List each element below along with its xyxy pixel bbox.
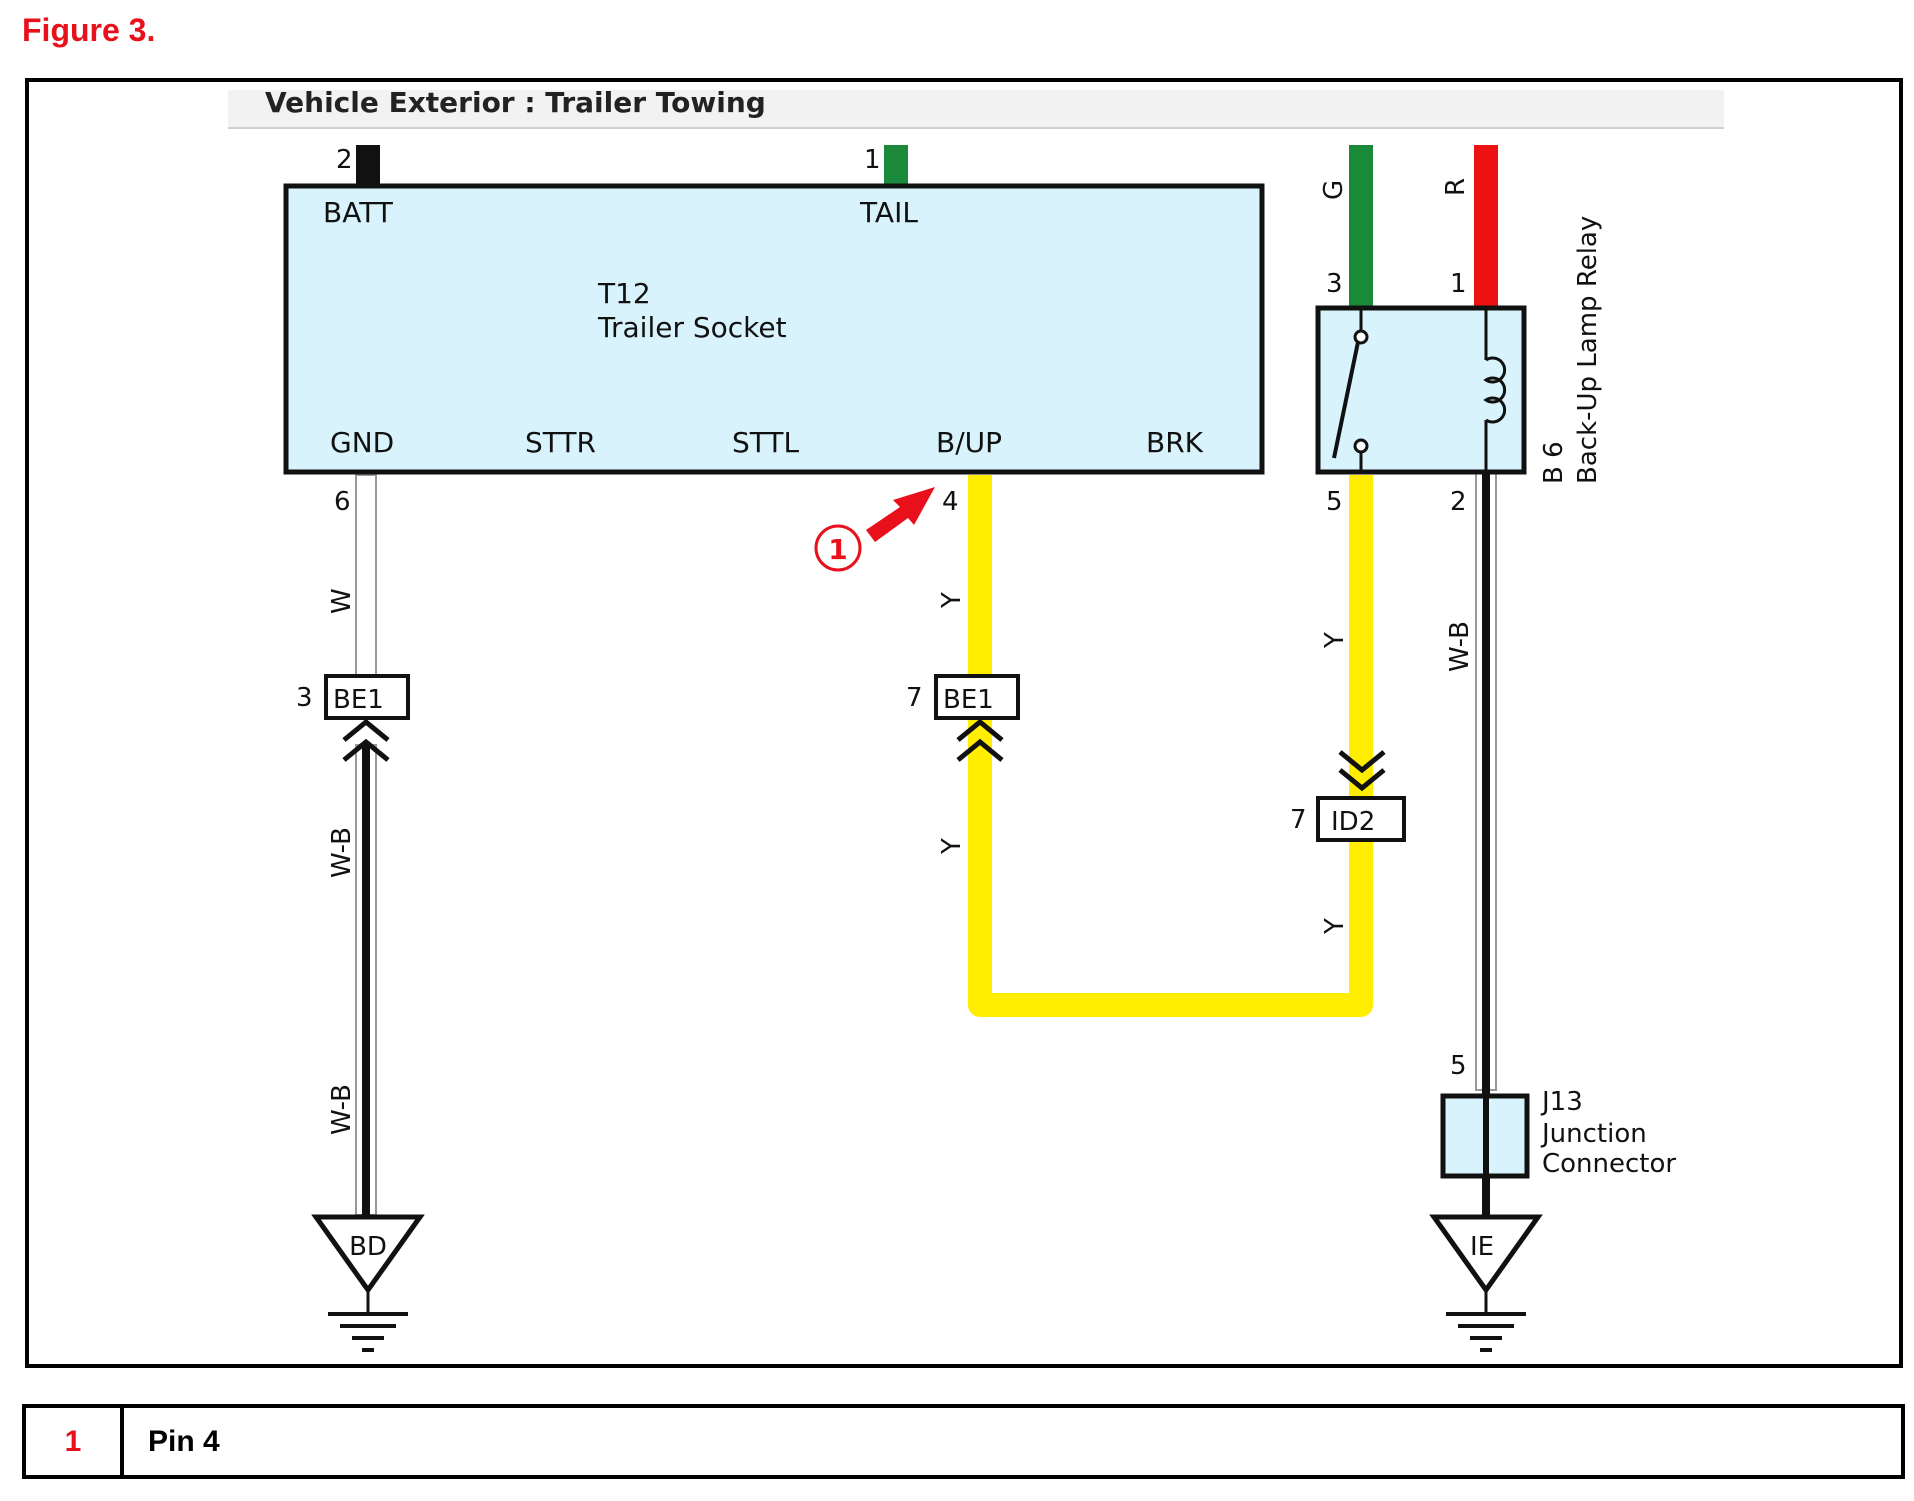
relay-pin-1: 1	[1450, 269, 1467, 299]
socket-name: Trailer Socket	[597, 311, 787, 344]
header-band	[228, 90, 1724, 128]
terminal-bup: B/UP	[936, 426, 1002, 459]
tail-label: TAIL	[859, 196, 918, 229]
bup-pin: 4	[942, 487, 959, 517]
junction-pin: 5	[1450, 1051, 1467, 1081]
relay-pin-2: 2	[1450, 487, 1467, 517]
callout-number: 1	[828, 533, 847, 566]
id2-label: ID2	[1331, 807, 1375, 837]
trailer-socket-box	[283, 183, 1265, 475]
diagram-frame	[25, 78, 1903, 1368]
figure-title: Figure 3.	[22, 12, 156, 48]
gnd-w-wire	[355, 474, 377, 676]
terminal-brk: BRK	[1146, 426, 1204, 459]
junction-line1: Junction	[1540, 1119, 1647, 1149]
wire-label-wb-right: W-B	[1445, 621, 1475, 672]
wire-label-y-1: Y	[937, 592, 967, 609]
wire-label-y-4: Y	[1320, 918, 1350, 935]
socket-id: T12	[597, 277, 651, 310]
batt-label: BATT	[323, 196, 394, 229]
terminal-sttr: STTR	[525, 426, 596, 459]
id2-chevron-2	[1338, 768, 1386, 792]
id2-chevron-1	[1338, 750, 1386, 774]
be1-mid-chevron-1	[956, 718, 1004, 742]
relay-switch-contact-top	[1353, 329, 1369, 345]
be1-left-pin: 3	[296, 683, 313, 713]
wire-label-wb-upper: W-B	[327, 827, 357, 878]
relay-pin-5: 5	[1326, 487, 1343, 517]
relay-box	[1315, 305, 1527, 475]
wiring-diagram: Vehicle Exterior : Trailer Towing 2 1 BA…	[228, 86, 1724, 1352]
be1-mid-chevron-2	[956, 738, 1004, 762]
relay-pin-3: 3	[1326, 269, 1343, 299]
gnd-pin: 6	[334, 487, 351, 517]
legend-text: Pin 4	[148, 1424, 220, 1458]
wire-label-w: W	[327, 588, 357, 614]
be1-mid-pin: 7	[906, 683, 923, 713]
ground-bd-triangle	[311, 1214, 425, 1295]
ground-ie-label: IE	[1470, 1232, 1494, 1262]
relay-wire-g: G	[1319, 180, 1349, 200]
be1-left-chevron-2	[342, 738, 390, 762]
relay-name: Back-Up Lamp Relay	[1573, 216, 1603, 484]
tail-wire	[884, 145, 908, 185]
batt-wire	[356, 145, 380, 185]
relay-switch-arm	[1332, 341, 1360, 459]
id2-connector	[1316, 796, 1406, 842]
terminal-sttl: STTL	[732, 426, 799, 459]
relay-g-wire	[1349, 145, 1373, 307]
batt-pin: 2	[336, 145, 353, 175]
be1-left-chevron-1	[342, 718, 390, 742]
ground-bd-label: BD	[349, 1232, 387, 1262]
callout-circle	[814, 524, 862, 572]
be1-left-label: BE1	[333, 685, 384, 715]
junction-line2: Connector	[1542, 1149, 1676, 1179]
ground-ie-triangle	[1429, 1214, 1543, 1295]
relay-wire-r: R	[1441, 178, 1471, 196]
be1-mid-label: BE1	[943, 685, 994, 715]
wire-label-y-3: Y	[1320, 632, 1350, 649]
be1-left-connector	[324, 674, 410, 720]
diagram-header: Vehicle Exterior : Trailer Towing	[265, 86, 766, 119]
wire-label-wb-lower: W-B	[327, 1084, 357, 1135]
wire-label-y-2: Y	[937, 838, 967, 855]
legend-table: 1 Pin 4	[22, 1404, 1905, 1479]
tail-pin: 1	[864, 145, 881, 175]
relay-switch-contact-bottom	[1353, 438, 1369, 454]
junction-id: J13	[1540, 1087, 1583, 1117]
bup-yellow-wire	[968, 475, 1373, 1017]
callout-arrow	[866, 487, 935, 542]
relay-coil	[1483, 356, 1507, 424]
terminal-gnd: GND	[330, 426, 394, 459]
relay-id: B 6	[1539, 441, 1569, 484]
legend-number: 1	[26, 1408, 124, 1475]
id2-pin: 7	[1290, 805, 1307, 835]
relay-r-wire	[1474, 145, 1498, 307]
be1-mid-connector	[934, 674, 1020, 720]
